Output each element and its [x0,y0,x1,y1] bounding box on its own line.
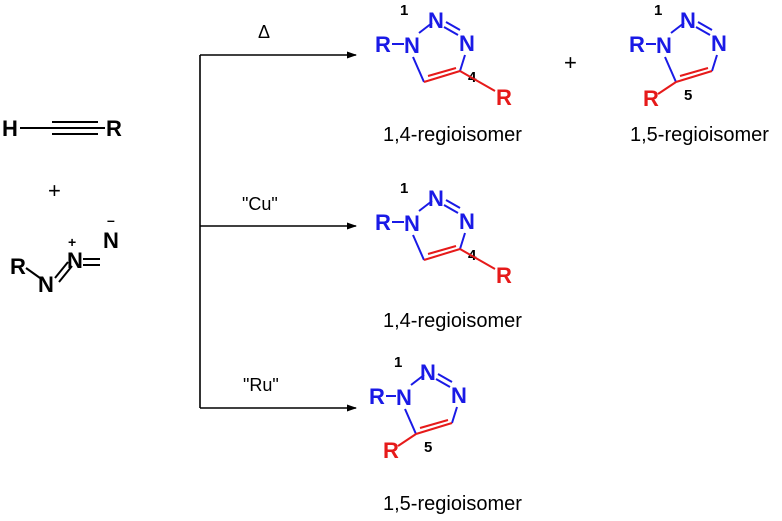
cu-14-label: 1,4-regioisomer [383,310,522,332]
n1-atom: N [396,385,412,410]
n1-atom: N [404,211,420,236]
c4-c5-double-bond-b [679,67,709,77]
n3-c4-bond [459,232,466,250]
n1-atom: N [656,33,672,58]
c5-r-bond [657,81,677,95]
n1-n2-bond [418,200,433,212]
n1-atom: N [404,33,420,58]
azide-minus-charge: – [107,212,115,228]
n1-n2-bond [418,22,433,34]
n2-n3-double-bond-a [437,373,453,383]
position-5-label: 5 [684,87,692,104]
n2-n3-double-bond-a [445,199,461,209]
n1-c5-bond [664,56,677,83]
alkyne-reactant: H R [2,116,122,141]
c5-r-bond [397,433,417,447]
n3-atom: N [711,31,727,56]
n3-c4-bond [459,54,466,72]
thermal-14-label: 1,4-regioisomer [383,124,522,146]
azide-nn-double-bond-b [58,265,73,283]
thermal-14-triazole: R 1 N N N 4 R [375,2,512,110]
n1-r-group: R [629,32,645,57]
azide-n2-atom: N [67,248,83,273]
c4-c5-double-bond-a [423,70,461,83]
alkyne-r-group: R [106,116,122,141]
position-1-label: 1 [400,2,408,19]
ru-15-label: 1,5-regioisomer [383,493,522,515]
c4-c5-double-bond-b [427,245,457,255]
n3-c4-bond [711,54,718,72]
thermal-15-label: 1,5-regioisomer [630,124,769,146]
n1-n2-bond [670,22,685,34]
reaction-arrows: Δ "Cu" "Ru" [199,22,357,412]
n1-r-group: R [369,384,385,409]
position-1-label: 1 [654,2,662,19]
n1-c5-bond [412,234,425,261]
c4-c5-double-bond-a [415,422,453,435]
c5-r-group: R [643,86,659,111]
thermal-15-triazole: R 1 N N N R 5 [629,2,727,111]
c4-r-group: R [496,85,512,110]
n1-c5-bond [412,56,425,83]
c4-c5-double-bond-a [423,248,461,261]
n3-atom: N [451,383,467,408]
c4-c5-double-bond-a [675,70,713,83]
c4-r-bond [459,248,496,270]
n1-r-group: R [375,210,391,235]
position-1-label: 1 [400,180,408,197]
n1-c5-bond [404,408,417,435]
n2-atom: N [428,186,444,211]
ru-condition: "Ru" [243,375,279,395]
c4-c5-double-bond-b [427,67,457,77]
n2-n3-double-bond-b [443,204,459,214]
cu-14-triazole: R 1 N N N 4 R [375,180,512,288]
n3-c4-bond [451,406,458,424]
azide-n3-atom: N [103,228,119,253]
c4-r-bond [459,70,496,92]
azide-reactant: R N N + N – [10,212,119,297]
product-plus-sign: + [564,50,577,75]
azide-plus-charge: + [68,234,76,250]
n1-n2-bond [410,374,425,386]
thermal-condition: Δ [258,22,270,42]
azide-rn-bond [25,267,41,279]
n2-n3-double-bond-a [445,21,461,31]
position-1-label: 1 [394,354,402,371]
c4-r-group: R [496,263,512,288]
n2-atom: N [428,8,444,33]
azide-n1-atom: N [38,272,54,297]
c4-c5-double-bond-b [419,419,449,429]
azide-r-group: R [10,254,26,279]
n1-r-group: R [375,32,391,57]
n2-n3-double-bond-b [443,26,459,36]
c5-r-group: R [383,438,399,463]
n2-atom: N [420,360,436,385]
ru-15-triazole: R 1 N N N R 5 [369,354,467,463]
n3-atom: N [459,209,475,234]
n2-n3-double-bond-a [697,21,713,31]
alkyne-h-atom: H [2,116,18,141]
n3-atom: N [459,31,475,56]
reactant-plus-sign: + [48,178,61,203]
position-5-label: 5 [424,439,432,456]
azide-nn-double-bond-a [54,261,69,279]
n2-n3-double-bond-b [435,378,451,388]
cu-condition: "Cu" [242,194,278,214]
n2-n3-double-bond-b [695,26,711,36]
n2-atom: N [680,8,696,33]
